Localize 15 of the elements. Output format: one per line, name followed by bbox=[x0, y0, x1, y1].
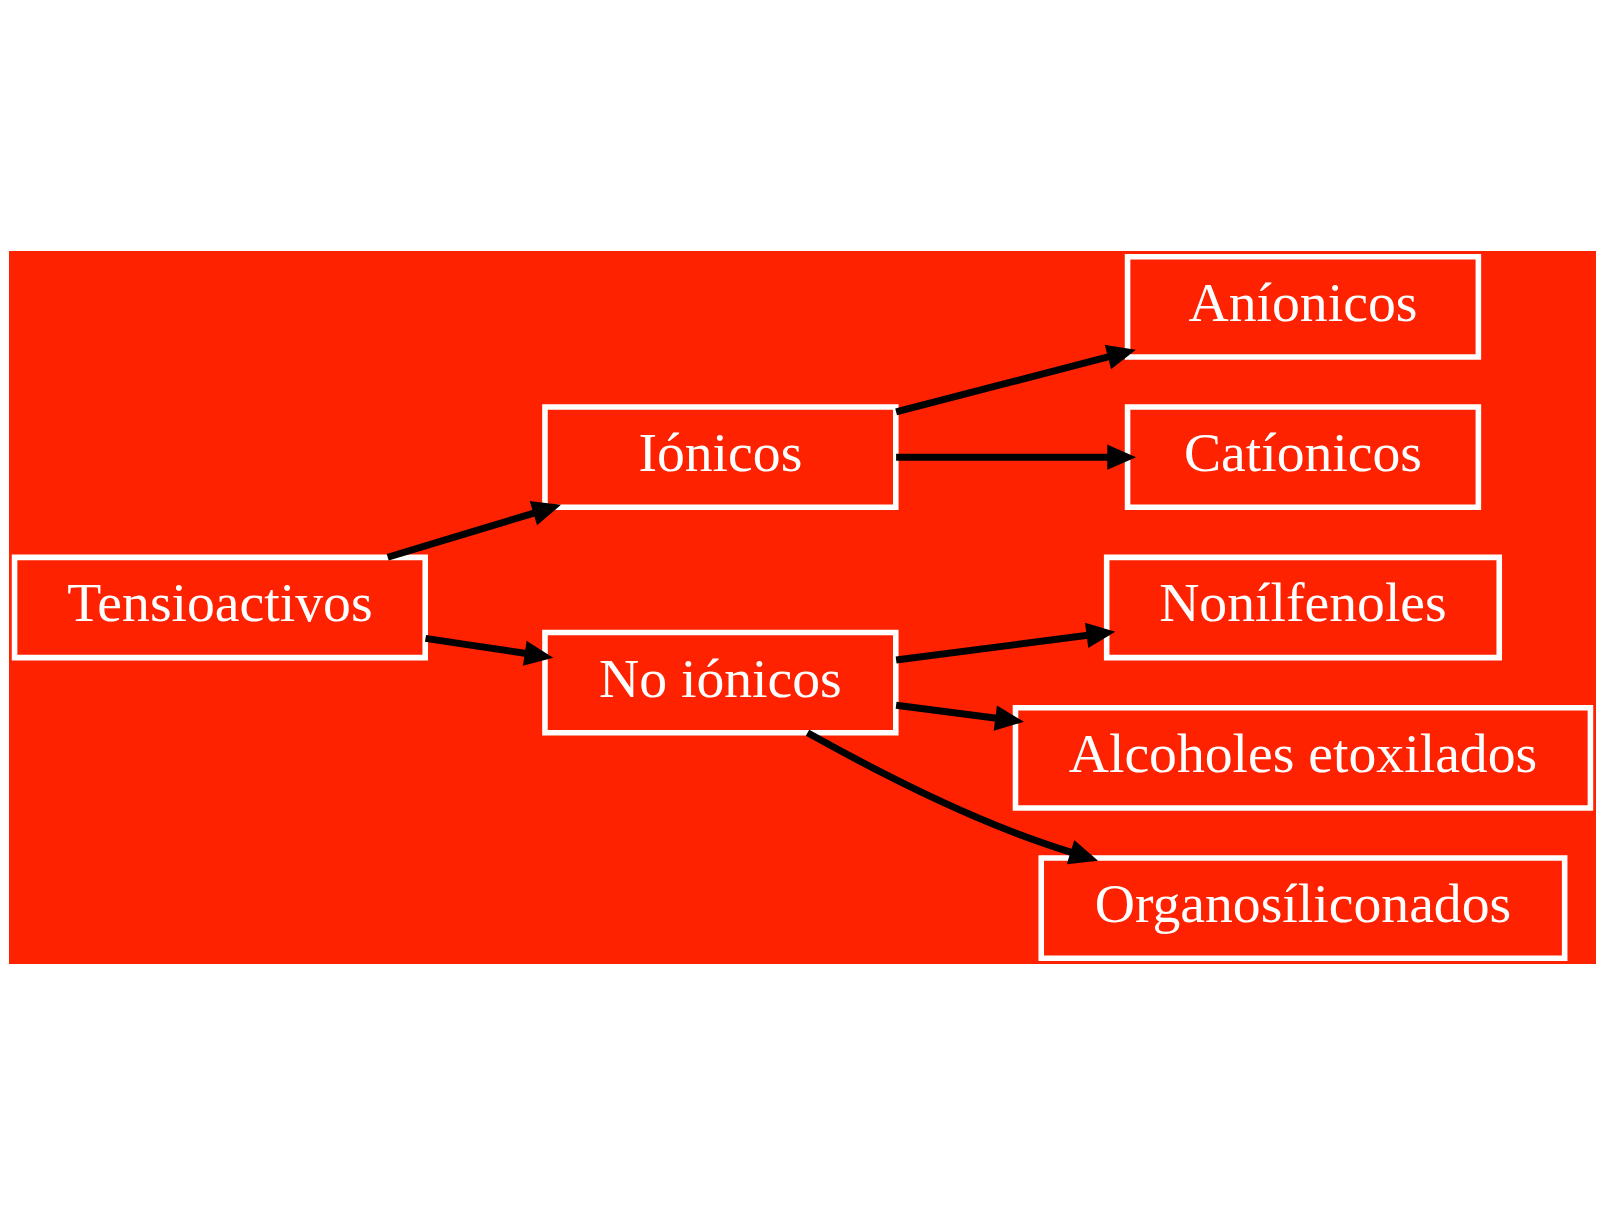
arrow bbox=[894, 344, 1136, 415]
arrow bbox=[424, 634, 553, 666]
arrow bbox=[895, 701, 1024, 731]
arrow bbox=[805, 729, 1098, 864]
arrow bbox=[895, 622, 1115, 664]
node-box: Nonílfenoles bbox=[1103, 554, 1502, 660]
node-box: Organosíliconados bbox=[1037, 854, 1567, 961]
arrow bbox=[386, 500, 561, 561]
node-box: Iónicos bbox=[541, 403, 899, 510]
arrow bbox=[895, 444, 1136, 470]
node-box: Tensioactivos bbox=[11, 554, 428, 660]
node-box: Aníonicos bbox=[1124, 253, 1481, 360]
node-box: Catíonicos bbox=[1124, 403, 1481, 510]
node-box: Alcoholes etoxilados bbox=[1012, 704, 1593, 811]
node-box: No iónicos bbox=[541, 629, 899, 736]
